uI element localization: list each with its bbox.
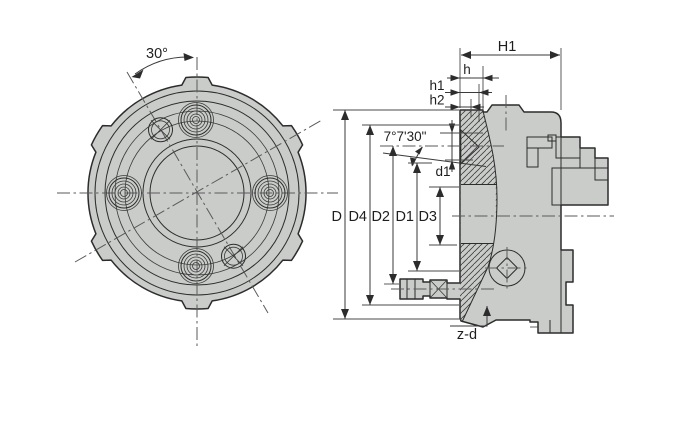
dim-d1-label: d1 [435, 164, 450, 179]
jaw-slot-detail [526, 136, 553, 149]
top-jaw [526, 134, 609, 206]
front-view: 30° [57, 46, 338, 347]
dim-h-label: h [463, 62, 471, 77]
pinion-socket [485, 247, 530, 290]
dim-d1: d1 [435, 120, 483, 179]
mounting-hole-upper-left [148, 117, 173, 143]
dim-h2: h2 [429, 93, 484, 111]
section-view: H1 h h1 h2 [332, 39, 614, 343]
dim-h: h [447, 62, 499, 111]
arc-arrow-left [131, 69, 144, 79]
flange-front-face [461, 110, 498, 323]
dim-zd: z-d [450, 306, 491, 343]
taper-angle-label: 7°7'30" [384, 129, 427, 144]
diagonal-centerline-60deg [74, 119, 323, 263]
screw-bottom [178, 248, 214, 284]
dim-h2-label: h2 [429, 93, 444, 108]
mounting-hole-lower-right [221, 243, 246, 269]
jaw-base-block [551, 167, 609, 206]
dim-D-label: D [332, 209, 342, 225]
dim-D2-label: D2 [371, 209, 390, 225]
dim-h1-label: h1 [429, 78, 444, 93]
screw-left [106, 175, 142, 211]
dim-D3-label: D3 [418, 209, 437, 225]
chuck-body-section [399, 104, 609, 334]
central-bore-window [460, 184, 496, 244]
dim-H1-label: H1 [498, 39, 517, 55]
mounting-stud [391, 279, 496, 299]
dim-D1-label: D1 [395, 209, 414, 225]
screw-right [252, 175, 288, 211]
arc-arrow-right [183, 53, 194, 61]
diagonal-centerline-30deg [126, 71, 269, 314]
screw-top [178, 102, 214, 138]
dim-zd-label: z-d [457, 327, 477, 343]
dim-diameters: D D4 D2 D1 D3 [332, 109, 461, 320]
jaw-screws [106, 102, 288, 284]
spindle-taper-recess [460, 128, 480, 166]
angle-dimension-30: 30° [131, 46, 194, 79]
bottom-jaw-rail [530, 320, 551, 333]
angle-label: 30° [146, 46, 168, 62]
mounting-holes [148, 117, 246, 269]
dim-D4-label: D4 [348, 209, 367, 225]
